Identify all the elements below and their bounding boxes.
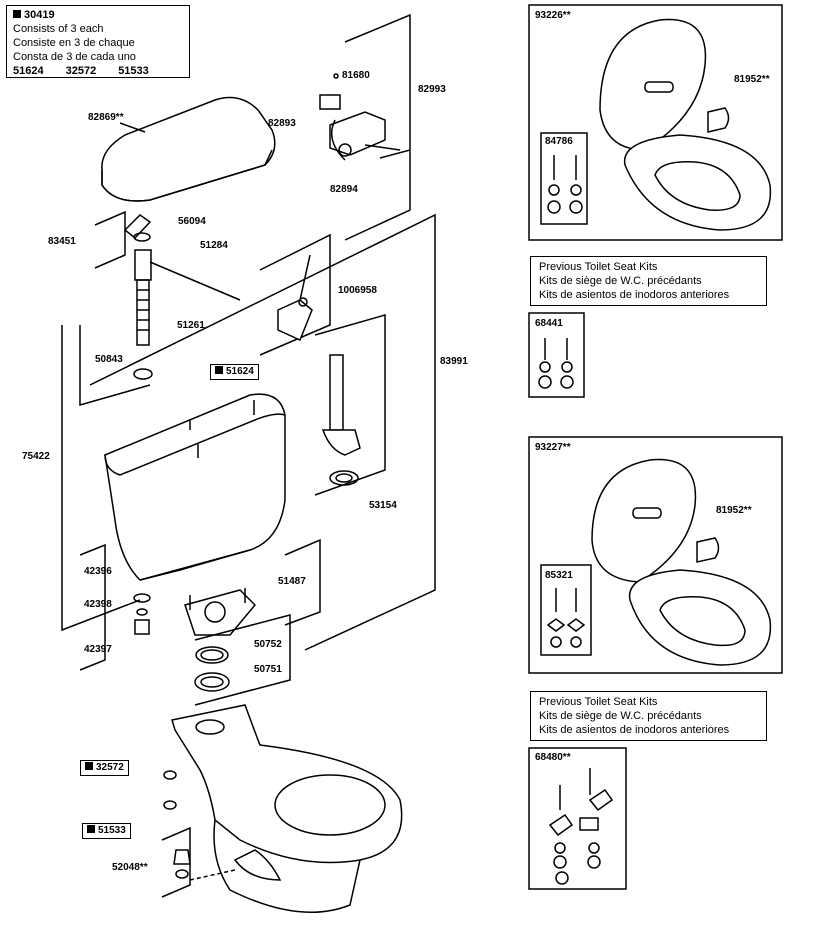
label-50752: 50752 [254, 639, 282, 650]
kit-square-icon [215, 366, 223, 374]
previous-kits-box-2: Previous Toilet Seat Kits Kits de siège … [530, 691, 767, 741]
label-seat-top: 93226** [535, 10, 571, 21]
label-51624-box: 51624 [210, 364, 259, 380]
bowl-drawing [171, 704, 403, 913]
flapper-drawing [277, 254, 313, 342]
kit-square-icon [87, 825, 95, 833]
label-bumper-bottom: 81952** [716, 505, 752, 516]
label-seat-bottom: 93227** [535, 442, 571, 453]
kit-note-line: Consta de 3 de cada uno [13, 51, 136, 63]
label-50751: 50751 [254, 664, 282, 675]
tank-drawing [104, 393, 286, 581]
kit-square-icon [13, 10, 21, 18]
previous-kits-title: Previous Toilet Seat Kits [539, 261, 658, 273]
gaskets-drawing [194, 646, 230, 692]
label-82894: 82894 [330, 184, 358, 195]
label-51533: 51533 [98, 825, 126, 836]
label-51533-box: 51533 [82, 823, 131, 839]
bracket-82993 [344, 13, 411, 241]
bowl-bolts-drawing [163, 770, 236, 881]
label-75422: 75422 [22, 451, 50, 462]
kit-note-line: Consiste en 3 de chaque [13, 37, 135, 49]
label-51284: 51284 [200, 240, 228, 251]
label-52048: 52048** [112, 862, 148, 873]
label-51261: 51261 [177, 320, 205, 331]
tank-lid-drawing [101, 96, 276, 202]
label-kit-68441: 68441 [535, 318, 563, 329]
label-51624: 51624 [226, 366, 254, 377]
previous-kits-title-es: Kits de asientos de inodoros anteriores [539, 724, 730, 736]
kit-square-icon [85, 762, 93, 770]
label-81680: 81680 [342, 70, 370, 81]
hardware-68441-drawing [538, 338, 574, 389]
label-83451: 83451 [48, 236, 76, 247]
kit-note-line: Consists of 3 each [13, 23, 104, 35]
flapper-assembly-drawing [319, 73, 411, 161]
label-bumper-top: 81952** [734, 74, 770, 85]
kit-note-part-number: 32572 [65, 65, 97, 77]
previous-kits-box-1: Previous Toilet Seat Kits Kits de siège … [530, 256, 767, 306]
seat-top-drawing [599, 18, 772, 231]
kit-note-part-number: 51533 [118, 65, 149, 77]
kit-note-part: 30419 [24, 9, 55, 21]
label-51487: 51487 [278, 576, 306, 587]
label-82893: 82893 [268, 118, 296, 129]
label-42396: 42396 [84, 566, 112, 577]
label-hardware-84786: 84786 [545, 136, 573, 147]
fill-valve-drawing [123, 214, 241, 380]
label-42397: 42397 [84, 644, 112, 655]
label-1006958: 1006958 [338, 285, 377, 296]
hardware-84786-drawing [547, 155, 583, 214]
hardware-68480-drawing [548, 768, 614, 885]
label-50843: 50843 [95, 354, 123, 365]
label-hardware-85321: 85321 [545, 570, 573, 581]
label-53154: 53154 [369, 500, 397, 511]
flush-valve-drawing [321, 354, 361, 486]
label-32572-box: 32572 [80, 760, 129, 776]
label-82869: 82869** [88, 112, 124, 123]
hardware-85321-drawing [546, 588, 586, 648]
kit-note-part-number: 51624 [13, 65, 44, 77]
previous-kits-title: Previous Toilet Seat Kits [539, 696, 658, 708]
tank-bolts-drawing [133, 588, 257, 636]
previous-kits-title-fr: Kits de siège de W.C. précédants [539, 275, 702, 287]
label-82993: 82993 [418, 84, 446, 95]
previous-kits-title-es: Kits de asientos de inodoros anteriores [539, 289, 730, 301]
label-56094: 56094 [178, 216, 206, 227]
label-42398: 42398 [84, 599, 112, 610]
label-32572: 32572 [96, 762, 124, 773]
label-kit-68480: 68480** [535, 752, 571, 763]
label-83991: 83991 [440, 356, 468, 367]
seat-bottom-drawing [591, 458, 772, 666]
kit-note-box: 30419 Consists of 3 each Consiste en 3 d… [6, 5, 190, 78]
previous-kits-title-fr: Kits de siège de W.C. précédants [539, 710, 702, 722]
